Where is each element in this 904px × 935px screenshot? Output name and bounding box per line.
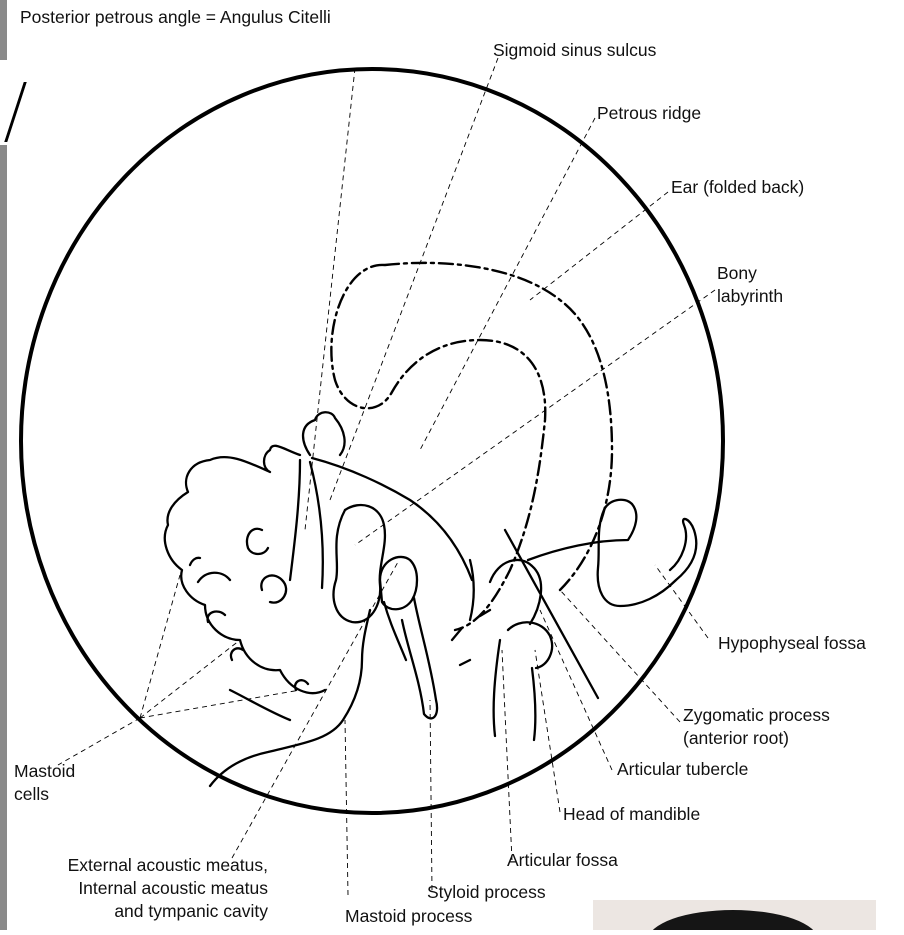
mastoid-cells: [165, 412, 345, 693]
label-acoustic-line1: External acoustic meatus,: [68, 855, 268, 875]
label-hypophyseal-fossa: Hypophyseal fossa: [718, 633, 866, 653]
label-mastoid-process: Mastoid process: [345, 906, 473, 926]
left-edge-bar-bottom: [0, 145, 7, 930]
label-head-of-mandible: Head of mandible: [563, 804, 700, 824]
photo-thumbnail: [593, 900, 876, 930]
mandible-condyle: [470, 560, 552, 740]
label-zygomatic-process-line1: Zygomatic process: [683, 705, 830, 725]
photo-hair: [648, 910, 818, 930]
label-posterior-petrous-angle: Posterior petrous angle = Angulus Citell…: [20, 7, 331, 27]
acoustic-meatus-outline: [380, 557, 437, 718]
label-articular-fossa: Articular fossa: [507, 850, 618, 870]
label-mastoid-cells-line1: Mastoid: [14, 761, 75, 781]
label-bony-labyrinth-line2: labyrinth: [717, 286, 783, 306]
label-sigmoid-sinus-sulcus: Sigmoid sinus sulcus: [493, 40, 657, 60]
label-bony-labyrinth-line1: Bony: [717, 263, 757, 283]
label-styloid-process: Styloid process: [427, 882, 546, 902]
left-edge-bar-top: [0, 0, 7, 60]
zygomatic-process-lines: [505, 500, 696, 698]
label-acoustic-line3: and tympanic cavity: [114, 901, 268, 921]
label-petrous-ridge: Petrous ridge: [597, 103, 701, 123]
label-articular-tubercle: Articular tubercle: [617, 759, 748, 779]
label-acoustic-line2: Internal acoustic meatus: [78, 878, 268, 898]
skull-outline: [21, 69, 723, 813]
label-mastoid-cells-line2: cells: [14, 784, 49, 804]
bony-labyrinth-outline: [334, 505, 385, 622]
label-ear-folded-back: Ear (folded back): [671, 177, 804, 197]
label-zygomatic-process-line2: (anterior root): [683, 728, 789, 748]
